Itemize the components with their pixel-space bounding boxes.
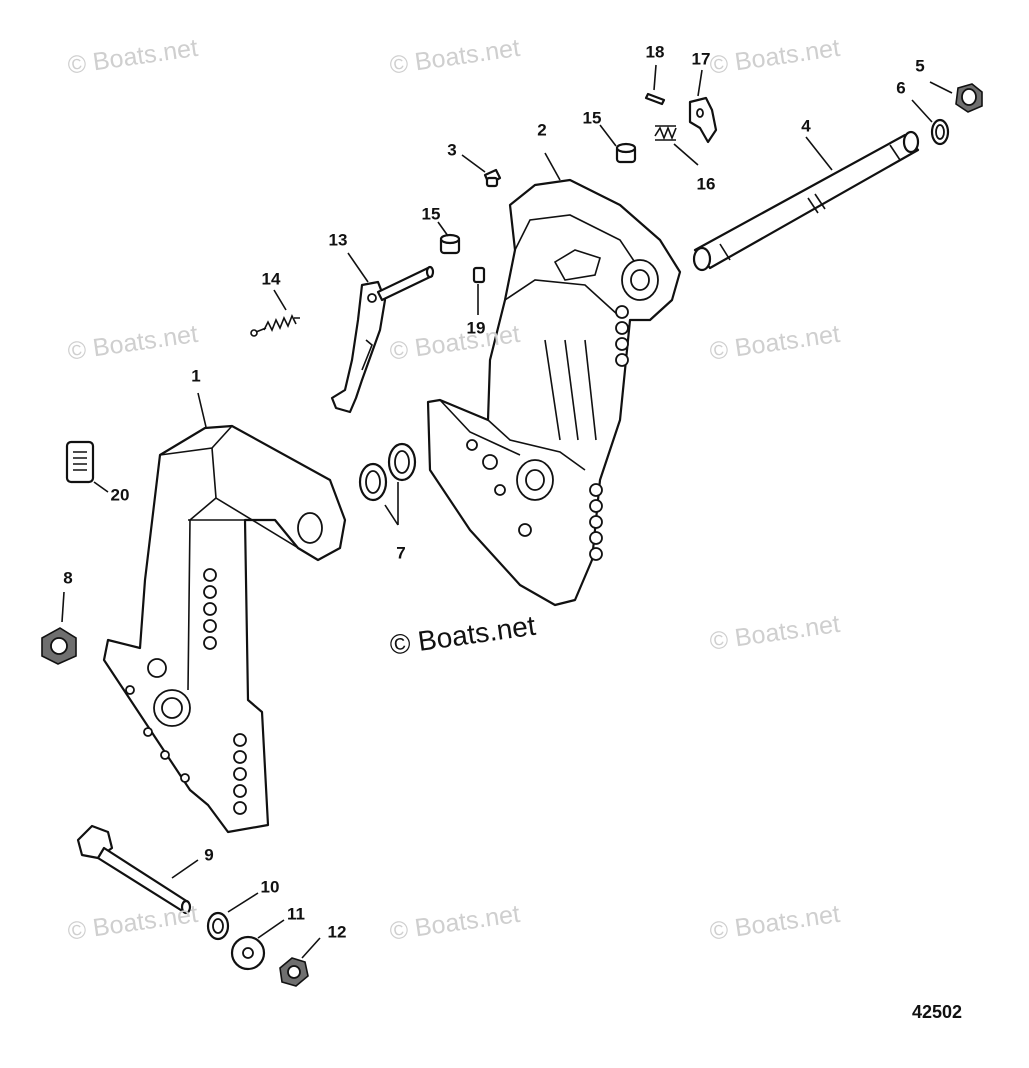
part-8-locknut bbox=[41, 627, 77, 665]
figure-number: 42502 bbox=[912, 1002, 963, 1022]
part-12-locknut bbox=[279, 957, 309, 987]
callout-12: 12 bbox=[327, 922, 347, 942]
callout-9: 9 bbox=[204, 845, 214, 865]
part-9-bolt bbox=[76, 824, 192, 915]
part-3-grease-fitting bbox=[483, 168, 502, 188]
callout-14: 14 bbox=[261, 269, 281, 289]
callout-15-upper: 15 bbox=[582, 108, 602, 128]
part-11-washer bbox=[230, 935, 266, 971]
part-10-washer bbox=[206, 911, 230, 941]
part-4-tilt-tube bbox=[692, 130, 920, 272]
callout-13: 13 bbox=[328, 230, 348, 250]
callout-15-lower: 15 bbox=[421, 204, 441, 224]
part-13-tilt-lock-lever bbox=[330, 265, 435, 414]
callout-3: 3 bbox=[447, 140, 457, 160]
part-18-pin bbox=[644, 92, 666, 106]
leader-lines bbox=[61, 64, 953, 959]
part-14-spring bbox=[250, 314, 300, 337]
callout-19: 19 bbox=[466, 318, 486, 338]
callout-16: 16 bbox=[696, 174, 716, 194]
part-6-washer bbox=[930, 118, 950, 146]
callout-10: 10 bbox=[260, 877, 280, 897]
callout-1: 1 bbox=[191, 366, 201, 386]
callout-7: 7 bbox=[396, 543, 406, 563]
callout-17: 17 bbox=[691, 49, 711, 69]
part-5-tilt-tube-nut bbox=[955, 83, 983, 113]
part-16-spring bbox=[654, 125, 677, 141]
part-15-bushing-lower bbox=[439, 233, 461, 255]
callout-6: 6 bbox=[896, 78, 906, 98]
part-1-left-clamp-bracket bbox=[102, 424, 347, 834]
part-19-pin bbox=[472, 266, 486, 284]
part-2-right-clamp-bracket bbox=[426, 178, 682, 607]
callout-18: 18 bbox=[645, 42, 665, 62]
part-7-washers bbox=[358, 442, 417, 502]
callout-8: 8 bbox=[63, 568, 73, 588]
callout-5: 5 bbox=[915, 56, 925, 76]
callout-4: 4 bbox=[801, 116, 811, 136]
part-20-decal bbox=[65, 440, 95, 484]
callout-2: 2 bbox=[537, 120, 547, 140]
part-15-bushing-upper bbox=[615, 142, 637, 164]
callout-11: 11 bbox=[287, 904, 305, 924]
part-17-lever bbox=[688, 96, 718, 144]
callout-20: 20 bbox=[110, 485, 130, 505]
